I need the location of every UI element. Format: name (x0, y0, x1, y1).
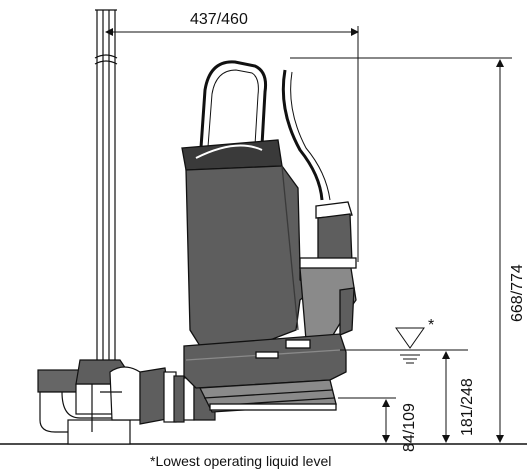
discharge-base (37, 359, 141, 445)
level-dimension-label: 181/248 (459, 378, 476, 436)
dimension-width (105, 26, 359, 262)
width-dimension-label: 437/460 (190, 11, 248, 28)
caption-lowest-level: *Lowest operating liquid level (150, 453, 331, 469)
dimension-base (338, 397, 396, 443)
pump-body (181, 60, 357, 413)
discharge-flange (139, 367, 216, 425)
height-dimension-label: 668/774 (509, 264, 526, 322)
base-dimension-label: 84/109 (401, 403, 418, 452)
level-asterisk: * (428, 317, 434, 334)
dimension-height (290, 57, 512, 443)
liquid-level-symbol (340, 327, 468, 364)
